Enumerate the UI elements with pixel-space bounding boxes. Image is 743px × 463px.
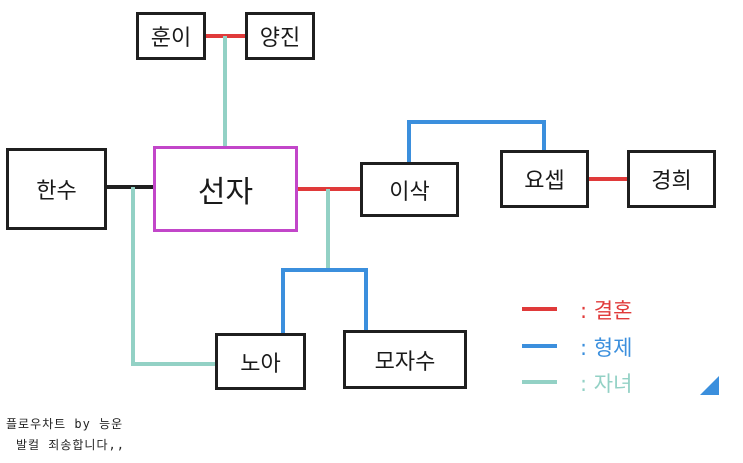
- person-box-yoseb: 요셉: [500, 150, 589, 208]
- sibling-line-isak-yoseb: [407, 120, 546, 163]
- person-name-mozasu: 모자수: [374, 349, 436, 375]
- triangle-fold-icon: [700, 376, 719, 395]
- person-box-noa: 노아: [215, 333, 306, 390]
- credit-line-2: 발컬 죄송합니다,,: [16, 438, 125, 452]
- legend-label-child: : 자녀: [580, 372, 633, 396]
- legend-label-sibling: : 형제: [580, 336, 633, 360]
- legend-swatch-sibling: [522, 344, 557, 348]
- person-box-isak: 이삭: [360, 162, 459, 217]
- person-name-huni: 훈이: [150, 26, 192, 51]
- legend-swatch-child: [522, 380, 557, 384]
- person-name-yoseb: 요셉: [524, 169, 565, 194]
- credit-line-1: 플로우차트 by 능운: [6, 417, 124, 431]
- legend-swatch-marriage: [522, 307, 557, 311]
- person-name-hansu: 한수: [36, 179, 77, 204]
- person-box-huni: 훈이: [136, 12, 206, 60]
- person-box-yangjin: 양진: [245, 12, 315, 60]
- person-box-hansu: 한수: [6, 148, 107, 230]
- sibling-line-noa-mozasu: [281, 268, 368, 334]
- person-box-sunja: 선자: [153, 146, 298, 232]
- child-line-hansu-to-noa: [131, 187, 216, 366]
- person-box-mozasu: 모자수: [343, 330, 467, 389]
- legend-label-marriage: : 결혼: [580, 299, 633, 323]
- person-name-isak: 이삭: [389, 179, 430, 205]
- person-name-yangjin: 양진: [259, 26, 301, 51]
- person-name-noa: 노아: [240, 351, 281, 377]
- person-box-kyunghee: 경희: [627, 150, 716, 208]
- person-name-kyunghee: 경희: [651, 169, 692, 194]
- person-name-sunja: 선자: [197, 175, 254, 210]
